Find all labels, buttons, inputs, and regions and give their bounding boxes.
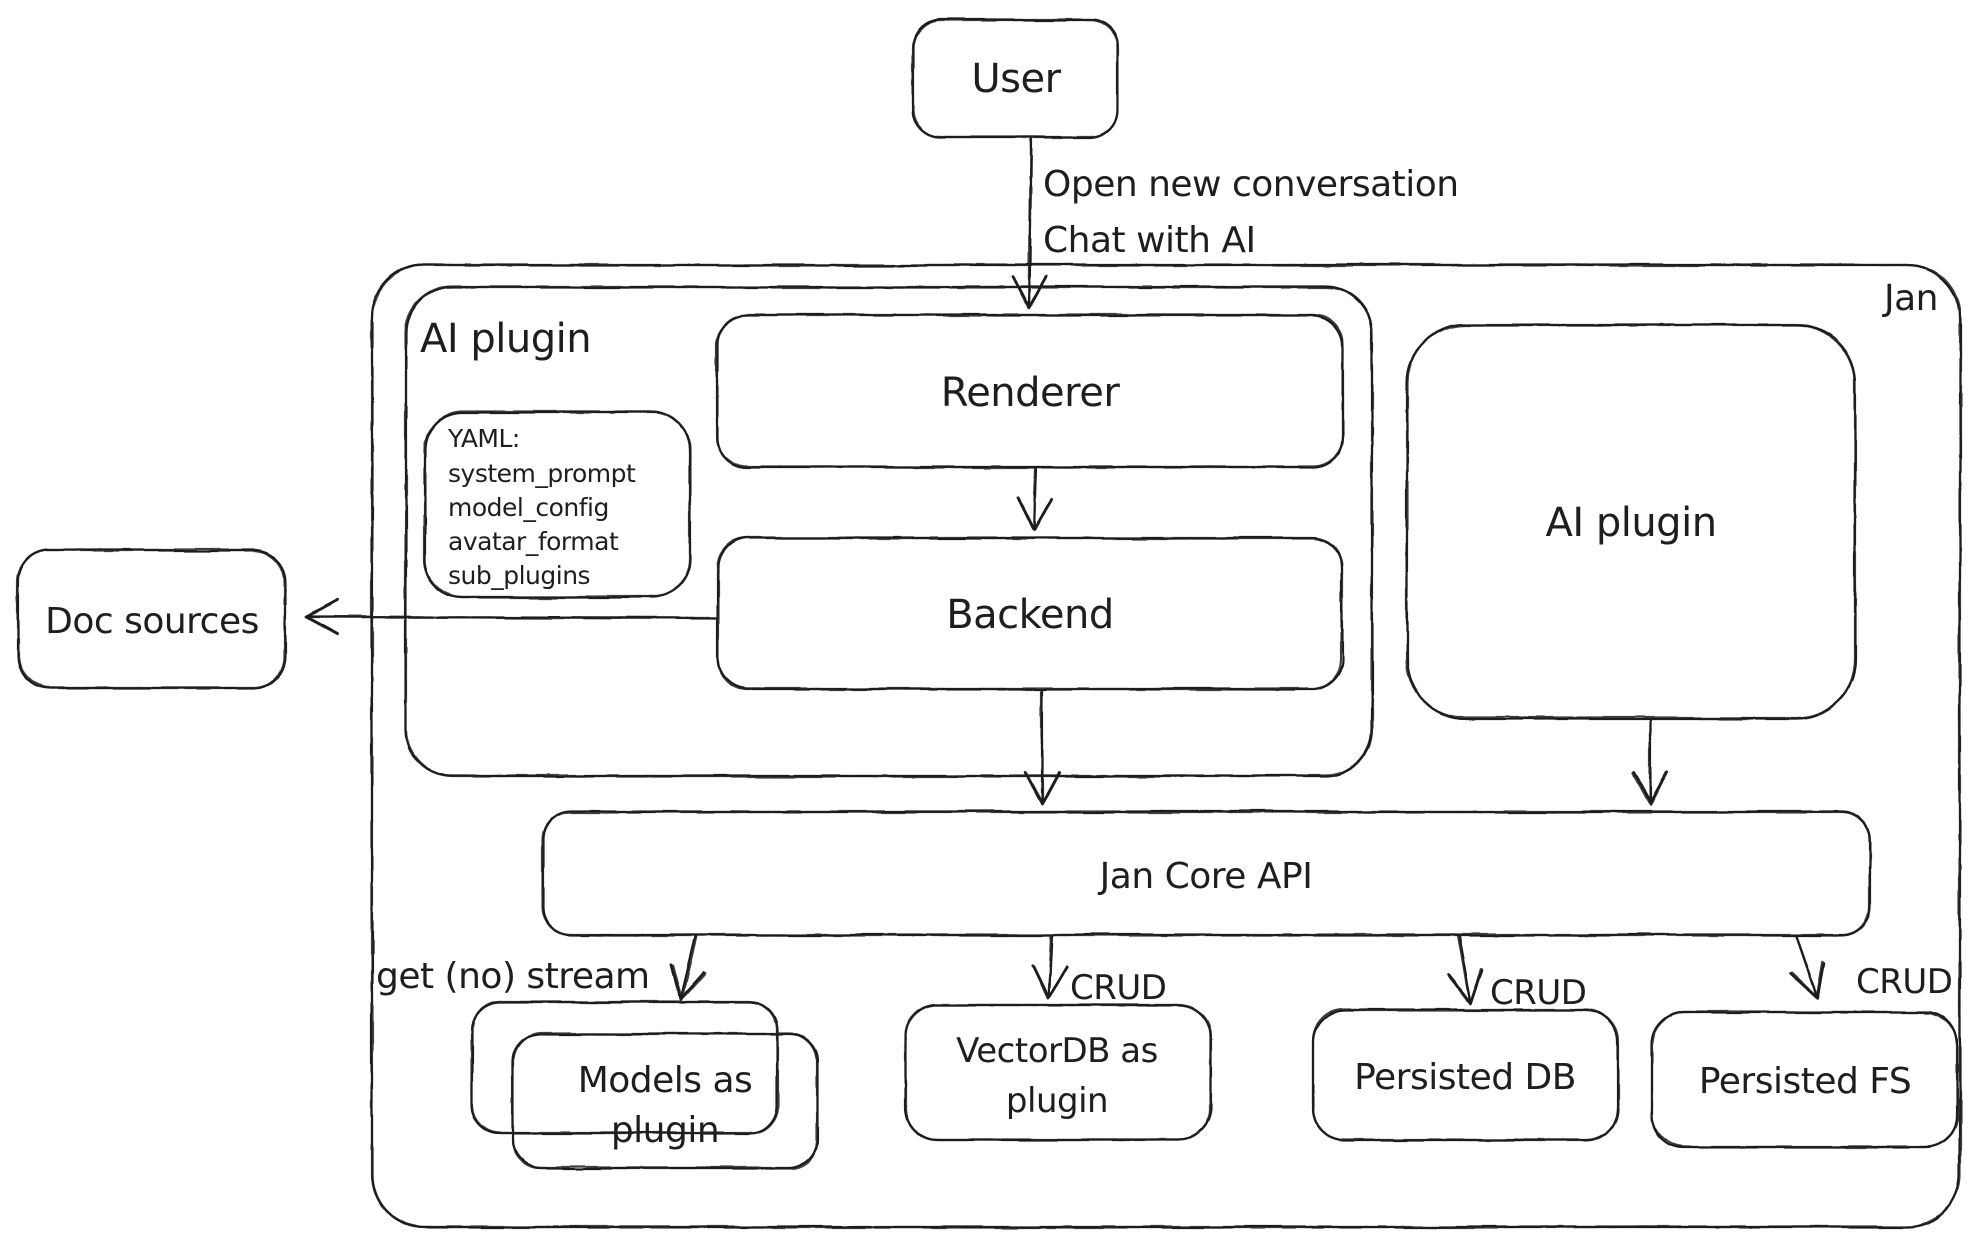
persisted-db-label: Persisted DB — [1354, 1057, 1576, 1098]
backend-label: Backend — [946, 592, 1114, 638]
yaml-note-line: model_config — [448, 493, 609, 522]
models-plugin-label-line1: Models as — [578, 1060, 753, 1101]
edge-label-get-no-stream: get (no) stream — [376, 956, 650, 997]
yaml-note-line: sub_plugins — [448, 561, 590, 590]
jan-container-label: Jan — [1882, 278, 1938, 319]
persisted-fs-label: Persisted FS — [1699, 1061, 1911, 1102]
edge-label-open-conversation: Open new conversation — [1043, 164, 1459, 205]
user-label: User — [971, 56, 1061, 102]
labels-layer: User Open new conversation Chat with AI … — [45, 56, 1953, 1151]
ai-plugin-label: AI plugin — [1545, 500, 1716, 546]
ai-plugin-container-label: AI plugin — [420, 316, 591, 362]
yaml-note-line: avatar_format — [448, 527, 619, 556]
edge-label-crud-persisted-fs: CRUD — [1856, 962, 1952, 1002]
yaml-note-line: YAML: — [447, 424, 520, 453]
edge-label-crud-persisted-db: CRUD — [1490, 973, 1586, 1013]
jan-core-api-label: Jan Core API — [1098, 856, 1313, 897]
models-plugin-label-line2: plugin — [611, 1110, 719, 1151]
yaml-note-line: system_prompt — [448, 459, 636, 488]
renderer-label: Renderer — [941, 370, 1121, 416]
edge-label-chat-with-ai: Chat with AI — [1043, 220, 1256, 261]
vectordb-plugin-label-line2: plugin — [1006, 1081, 1108, 1121]
doc-sources-label: Doc sources — [45, 601, 259, 642]
vectordb-plugin-label-line1: VectorDB as — [956, 1031, 1158, 1071]
edge-label-crud-vectordb: CRUD — [1070, 968, 1166, 1008]
